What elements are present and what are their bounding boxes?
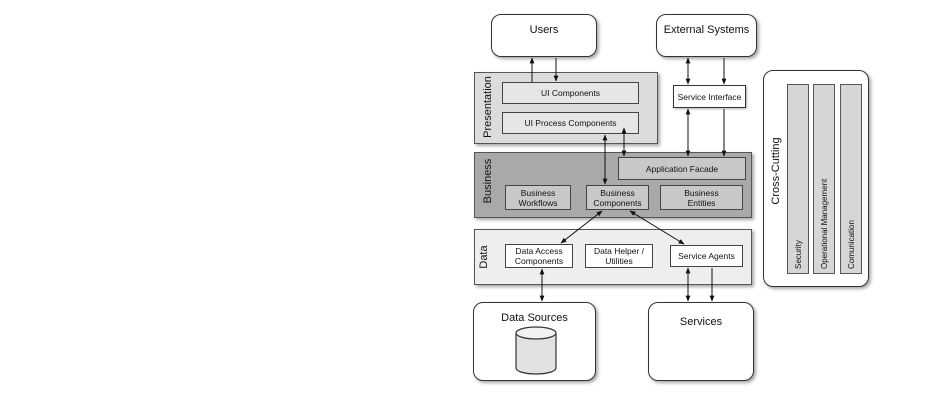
services-box: Services	[648, 302, 754, 381]
business-entities-line1: Business	[684, 187, 719, 198]
service-interface-box: Service Interface	[673, 85, 746, 108]
users-box: Users	[491, 14, 597, 57]
arrow-bc-da	[560, 210, 603, 244]
communication-pillar	[840, 84, 862, 274]
external-systems-box: External Systems	[656, 14, 757, 57]
data-helper-line1: Data Helper /	[593, 246, 645, 256]
application-facade-box: Application Facade	[618, 157, 746, 180]
business-components-line1: Business	[600, 187, 635, 198]
users-label: Users	[529, 24, 559, 36]
ui-process-components-box: UI Process Components	[502, 112, 639, 134]
operational-management-pillar	[813, 84, 835, 274]
security-pillar	[787, 84, 809, 274]
ui-components-box: UI Components	[502, 82, 639, 104]
data-sources-label: Data Sources	[501, 312, 568, 324]
business-workflows-line1: Business	[520, 187, 556, 198]
data-helper-line2: Utilities	[605, 256, 633, 266]
business-entities-box: Business Entities	[660, 185, 743, 210]
business-workflows-line2: Workflows	[518, 197, 558, 208]
data-access-line2: Components	[514, 256, 564, 266]
business-components-box: Business Components	[586, 185, 649, 210]
business-components-line2: Components	[593, 197, 642, 208]
data-helper-utilities-box: Data Helper / Utilities	[585, 244, 653, 268]
business-workflows-box: Business Workflows	[505, 185, 571, 210]
business-entities-line2: Entities	[687, 197, 716, 208]
data-access-components-box: Data Access Components	[505, 244, 573, 268]
database-icon	[515, 326, 557, 375]
services-label: Services	[679, 316, 723, 328]
arrow-bc-sa	[629, 210, 685, 245]
service-agents-box: Service Agents	[670, 245, 743, 267]
data-access-line1: Data Access	[515, 246, 563, 256]
external-systems-label: External Systems	[663, 24, 750, 36]
